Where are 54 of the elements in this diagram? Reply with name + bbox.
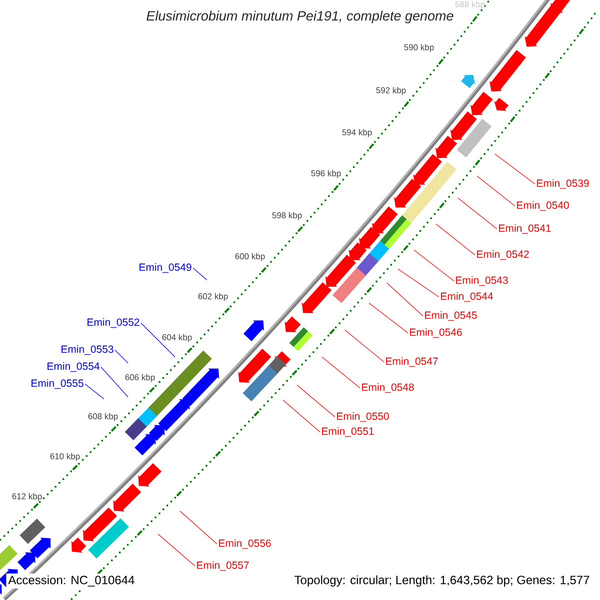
gene-label: Emin_0548 (362, 383, 414, 393)
genome-info: Topology: circular; Length: 1,643,562 bp; Genes: 1,577 (294, 575, 590, 587)
tick-label: 604 kbp (162, 334, 192, 342)
gene-label: Emin_0551 (322, 427, 374, 437)
gene-label: Emin_0554 (48, 362, 100, 372)
gene-label: Emin_0545 (425, 311, 477, 321)
leader-line (114, 350, 128, 364)
tick-label: 606 kbp (125, 374, 155, 382)
tick-label: 598 kbp (272, 212, 302, 220)
gene-label: Emin_0550 (337, 412, 389, 422)
gene-label: Emin_0539 (537, 179, 589, 189)
tick-label: 608 kbp (88, 413, 118, 421)
leader-line (180, 510, 218, 544)
tick-label: 592 kbp (376, 87, 406, 95)
leader-line (192, 268, 208, 280)
leader-line (158, 534, 196, 566)
tick-label: 600 kbp (235, 253, 265, 261)
title: Elusimicrobium minutum Pei191, complete genome (146, 10, 454, 24)
leader-line (368, 302, 408, 334)
leader-line (414, 250, 454, 282)
tick-label: 590 kbp (404, 44, 434, 52)
accession-label: Accession: NC_010644 (6, 573, 137, 589)
tick-label: 610 kbp (50, 453, 80, 461)
leader-line (140, 322, 176, 358)
gene-label: Emin_0557 (197, 561, 249, 571)
gene-label: Emin_0541 (499, 224, 551, 234)
leader-line (458, 198, 498, 230)
leader-line (322, 356, 360, 388)
leader-line (386, 282, 424, 316)
tick-label: 588 kbp (455, 1, 485, 9)
gene-label: Emin_0549 (140, 263, 192, 273)
gene-label: Emin_0555 (32, 379, 84, 389)
leader-line (100, 366, 128, 398)
leader-line (296, 384, 336, 418)
gene-label: Emin_0542 (477, 250, 529, 260)
gene-label: Emin_0546 (410, 328, 462, 338)
gene-label: Emin_0543 (456, 276, 508, 286)
gene-label: Emin_0540 (517, 201, 569, 211)
leader-line (84, 384, 104, 400)
tick-label: 612 kbp (12, 493, 42, 501)
gene-label: Emin_0553 (62, 345, 114, 355)
gene-label: Emin_0547 (386, 357, 438, 367)
leader-line (398, 268, 440, 298)
leader-line (494, 154, 536, 184)
leader-line (476, 176, 516, 206)
tick-label: 596 kbp (311, 170, 341, 178)
gene-label: Emin_0552 (88, 318, 140, 328)
leader-line (344, 330, 384, 362)
tick-label: 602 kbp (198, 293, 228, 301)
gene-label: Emin_0544 (441, 292, 493, 302)
leader-line (282, 400, 320, 432)
gene-label: Emin_0556 (219, 539, 271, 549)
leader-line (436, 224, 476, 256)
tick-label: 594 kbp (342, 129, 372, 137)
